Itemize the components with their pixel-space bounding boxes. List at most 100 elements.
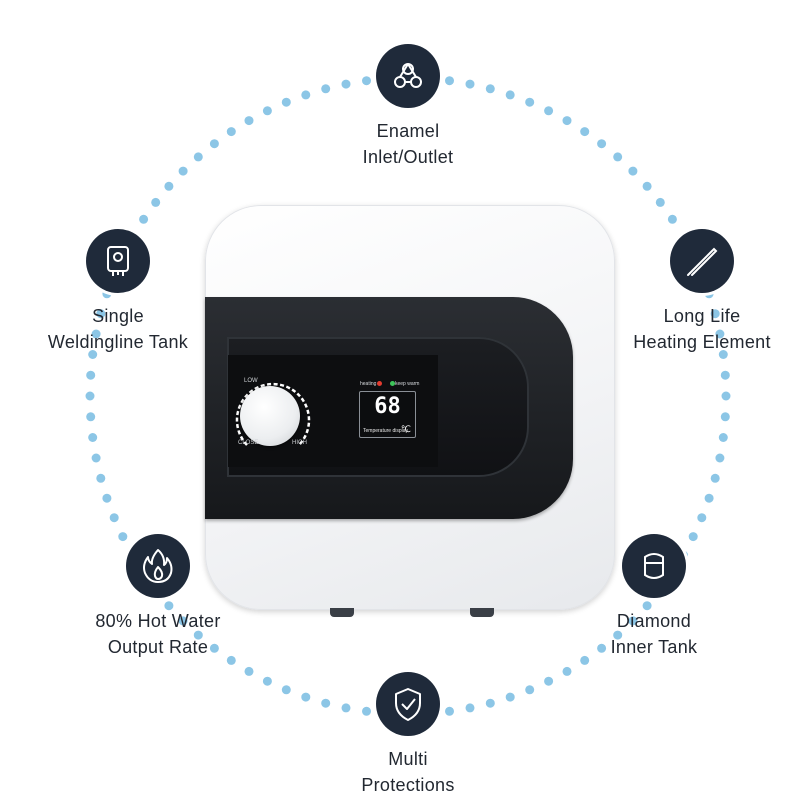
ring-dot xyxy=(544,676,554,686)
feature-line1: 80% Hot Water xyxy=(95,611,221,631)
ring-dot xyxy=(362,706,371,716)
ring-dot xyxy=(697,513,707,523)
ring-dot xyxy=(704,493,714,503)
ring-dot xyxy=(562,666,572,676)
ring-dot xyxy=(628,166,638,176)
feature-line2: Heating Element xyxy=(633,332,771,352)
ring-dot xyxy=(281,97,291,107)
ring-dot xyxy=(262,676,272,686)
ring-dot xyxy=(281,685,291,695)
feature-line1: Single xyxy=(92,306,144,326)
ring-dot xyxy=(91,329,101,339)
ring-dot xyxy=(209,139,219,149)
ring-dot xyxy=(688,532,698,542)
heater-foot-right xyxy=(470,608,494,617)
feature-enamel-inlet-outlet: Enamel Inlet/Outlet xyxy=(308,44,508,170)
temperature-knob[interactable] xyxy=(240,386,300,446)
ring-dot xyxy=(226,655,236,665)
ring-dot xyxy=(88,433,98,442)
knob-label-low: LOW xyxy=(244,378,258,384)
feature-line1: Long Life xyxy=(663,306,741,326)
ring-dot xyxy=(525,97,535,107)
ring-dot xyxy=(362,76,371,86)
ring-dot xyxy=(544,106,554,116)
knob-label-close: CLOSE xyxy=(238,440,259,446)
ring-dot xyxy=(139,214,149,224)
ring-dot xyxy=(301,90,311,100)
ring-dot xyxy=(164,601,174,611)
heater-foot-left xyxy=(330,608,354,617)
feature-single-weldingline-tank: Single Weldingline Tank xyxy=(18,229,218,355)
ring-dot xyxy=(715,453,725,463)
feature-long-life-heating-element: Long Life Heating Element xyxy=(602,229,800,355)
ring-dot xyxy=(193,152,203,162)
ring-dot xyxy=(151,197,161,207)
ring-dot xyxy=(321,698,331,708)
ring-dot xyxy=(710,309,720,319)
feature-line2: Protections xyxy=(361,775,455,795)
ring-dot xyxy=(445,706,454,716)
ring-dot xyxy=(525,685,535,695)
ring-dot xyxy=(485,84,495,94)
ring-dot xyxy=(226,127,236,137)
ring-dot xyxy=(642,601,652,611)
ring-dot xyxy=(178,166,188,176)
ring-dot xyxy=(613,152,623,162)
ring-dot xyxy=(341,703,351,713)
feature-line2: Inlet/Outlet xyxy=(362,147,454,167)
ring-dot xyxy=(96,473,106,483)
keep-warm-indicator: keep warm xyxy=(389,381,419,387)
ring-dot xyxy=(710,473,720,483)
tank-icon xyxy=(622,534,686,598)
keep-warm-led xyxy=(390,381,395,387)
ring-dot xyxy=(485,698,495,708)
ring-dot xyxy=(85,391,95,401)
ring-dot xyxy=(244,116,254,126)
temperature-unit: ℃ xyxy=(400,424,411,434)
ring-dot xyxy=(86,412,96,422)
ring-dot xyxy=(465,79,475,89)
keep-warm-label: keep warm xyxy=(395,381,420,387)
ring-dot xyxy=(244,666,254,676)
feature-line2: Weldingline Tank xyxy=(47,332,189,352)
feature-line2: Inner Tank xyxy=(610,637,698,657)
feature-hot-water-output-rate: 80% Hot Water Output Rate xyxy=(58,534,258,660)
heating-led xyxy=(377,381,383,387)
feature-diamond-inner-tank: Diamond Inner Tank xyxy=(554,534,754,660)
knob-label-high: HIGH xyxy=(292,440,307,446)
ring-dot xyxy=(718,433,728,442)
heating-indicator: heating xyxy=(360,381,383,387)
ring-dot xyxy=(628,616,638,626)
ring-dot xyxy=(505,692,515,702)
ring-dot xyxy=(613,630,623,640)
feature-multi-protections: Multi Protections xyxy=(308,672,508,798)
ring-dot xyxy=(597,139,607,149)
ring-dot xyxy=(96,309,106,319)
ring-dot xyxy=(562,116,572,126)
feature-line1: Enamel xyxy=(376,121,440,141)
flame-icon xyxy=(126,534,190,598)
ring-dot xyxy=(721,391,731,401)
ring-dot xyxy=(86,370,96,380)
ring-dot xyxy=(341,79,351,89)
ring-dot xyxy=(193,630,203,640)
ring-dot xyxy=(505,90,515,100)
temperature-value: 68 xyxy=(374,394,401,419)
ring-dot xyxy=(88,350,98,359)
ring-dot xyxy=(642,181,652,191)
ring-dot xyxy=(109,513,119,523)
ring-dot xyxy=(445,76,454,86)
feature-line1: Multi xyxy=(388,749,428,769)
ring-dot xyxy=(718,350,728,359)
heating-label: heating xyxy=(360,381,377,387)
shield-check-icon xyxy=(376,672,440,736)
ring-dot xyxy=(301,692,311,702)
temperature-display: 68 Temperature display ℃ xyxy=(359,391,416,438)
ring-dot xyxy=(321,84,331,94)
feature-line2: Output Rate xyxy=(107,637,209,657)
ring-dot xyxy=(465,703,475,713)
ring-dot xyxy=(655,197,665,207)
ring-dot xyxy=(580,655,590,665)
pipes-icon xyxy=(376,44,440,108)
